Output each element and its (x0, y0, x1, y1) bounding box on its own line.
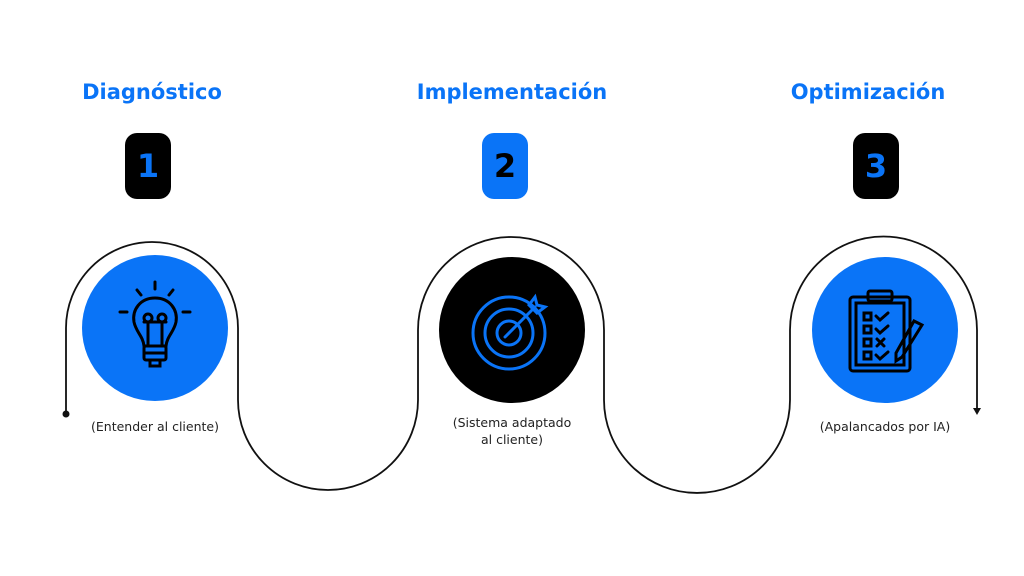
step-3-badge: 3 (853, 133, 899, 199)
step-3-circle (812, 257, 958, 403)
target-icon (471, 293, 549, 371)
step-2-caption-line2: al cliente) (480, 432, 543, 447)
step-3-title: Optimización (790, 80, 946, 104)
step-2-badge: 2 (482, 133, 528, 199)
step-2-caption: (Sistema adaptado al cliente) (412, 414, 612, 448)
step-1-caption: (Entender al cliente) (91, 419, 219, 434)
step-1-circle (82, 255, 228, 401)
step-2-circle (439, 257, 585, 403)
step-2-title: Implementación (416, 80, 608, 104)
step-1-badge: 1 (125, 133, 171, 199)
step-2-caption-line1: (Sistema adaptado (452, 415, 572, 430)
lightbulb-icon (118, 280, 192, 368)
step-1-title: Diagnóstico (82, 80, 222, 104)
checklist-icon (848, 289, 925, 373)
step-3-caption: (Apalancados por IA) (819, 419, 951, 434)
